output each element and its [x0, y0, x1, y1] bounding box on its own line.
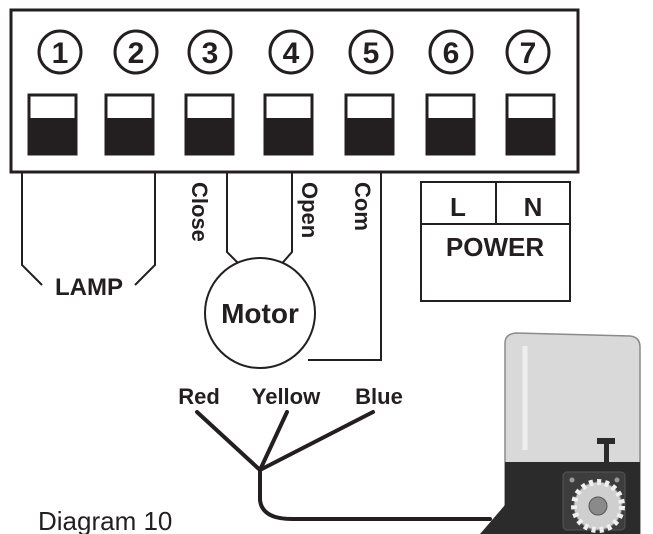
terminal-number: 6: [443, 37, 460, 70]
terminal-number: 4: [283, 37, 300, 70]
red-wire-label: Red: [178, 384, 220, 409]
terminal-6: 6: [425, 29, 476, 156]
terminal-number-circle: [428, 29, 474, 75]
terminal-number-circle: [268, 29, 314, 75]
close-wire: [226, 172, 244, 269]
terminal-number-circle: [505, 29, 551, 75]
terminal-screw-fill: [186, 118, 233, 154]
terminal-number: 3: [202, 37, 219, 70]
terminal-7: 7: [505, 29, 556, 156]
blue-wire-label: Blue: [355, 384, 403, 409]
terminal-screw-fill: [346, 118, 393, 154]
lamp-wire: [21, 172, 156, 286]
open-label: Open: [297, 182, 322, 238]
terminal-screw-fill: [265, 118, 312, 154]
terminal-3: 3: [184, 29, 235, 156]
gate-motor-unit: [480, 332, 641, 534]
power-n-label: N: [524, 192, 543, 222]
lamp-label: LAMP: [55, 274, 123, 301]
terminal-number: 7: [520, 37, 537, 70]
power-box: L N POWER: [420, 181, 571, 302]
terminal-number-circle: [348, 29, 394, 75]
open-wire: [277, 172, 293, 269]
power-l-label: L: [450, 192, 466, 222]
terminal-4: 4: [263, 29, 314, 156]
terminal-5: 5: [344, 29, 395, 156]
diagram-caption: Diagram 10: [38, 506, 172, 534]
terminal-screw-fill: [507, 118, 554, 154]
close-label: Close: [187, 182, 212, 242]
terminal-number: 1: [52, 37, 69, 70]
power-label: POWER: [446, 232, 544, 262]
yellow-wire-label: Yellow: [252, 384, 321, 409]
terminal-screw-fill: [427, 118, 474, 154]
terminal-number-circle: [187, 29, 233, 75]
motor-cable: [195, 410, 492, 521]
terminal-screw-fill: [29, 118, 76, 154]
terminal-screw-fill: [106, 118, 153, 154]
release-key-stem: [604, 444, 609, 462]
terminal-number-circle: [113, 29, 159, 75]
terminal-number: 2: [128, 37, 145, 70]
motor-symbol: [204, 257, 316, 369]
terminal-2: 2: [104, 29, 159, 156]
terminal-1: 1: [27, 29, 83, 156]
bolt: [569, 477, 575, 483]
bolt: [614, 477, 620, 483]
terminal-number: 5: [363, 37, 380, 70]
gear-teeth: [571, 479, 625, 533]
com-label: Com: [350, 182, 375, 231]
release-key: [597, 438, 615, 444]
gear-hub: [588, 496, 608, 516]
motor-label: Motor: [221, 298, 299, 329]
terminal-number-circle: [37, 29, 83, 75]
com-wire: [308, 172, 382, 361]
